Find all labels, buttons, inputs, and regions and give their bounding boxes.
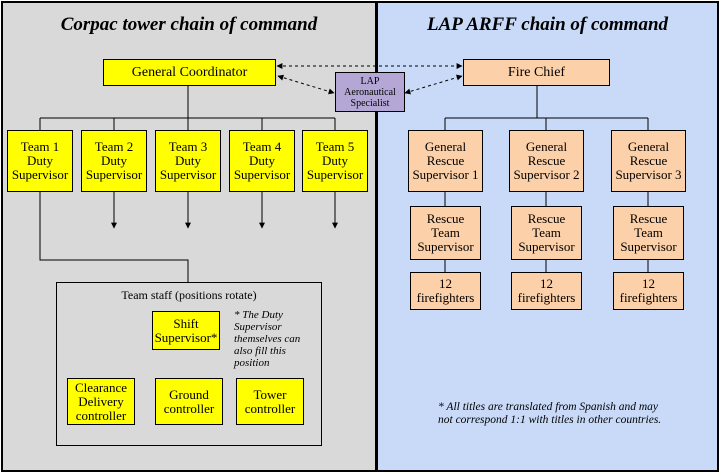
firefighters-3-box: 12 firefighters (613, 272, 684, 310)
shift-supervisor-note: * The Duty Supervisor themselves can als… (234, 309, 301, 369)
team-staff-title: Team staff (positions rotate) (121, 288, 257, 302)
general-coordinator-box: General Coordinator (103, 59, 276, 86)
fire-chief-box: Fire Chief (463, 59, 610, 86)
team-2-duty-supervisor-box: Team 2 Duty Supervisor (81, 130, 147, 192)
rescue-team-supervisor-1-box: Rescue Team Supervisor (410, 206, 481, 260)
arff-title: LAP ARFF chain of command (426, 14, 669, 35)
general-rescue-supervisor-1-box: General Rescue Supervisor 1 (408, 130, 483, 192)
corpac-title: Corpac tower chain of command (60, 14, 318, 35)
firefighters-1-box: 12 firefighters (410, 272, 481, 310)
clearance-delivery-controller-box: Clearance Delivery controller (67, 378, 135, 425)
team-4-duty-supervisor-box: Team 4 Duty Supervisor (229, 130, 295, 192)
translation-footnote: * All titles are translated from Spanish… (438, 401, 662, 426)
ground-controller-box: Ground controller (155, 378, 223, 425)
team-5-duty-supervisor-box: Team 5 Duty Supervisor (302, 130, 368, 192)
firefighters-2-box: 12 firefighters (511, 272, 582, 310)
aeronautical-specialist-box: LAP Aeronautical Specialist (335, 72, 405, 112)
rescue-team-supervisor-2-box: Rescue Team Supervisor (511, 206, 582, 260)
rescue-team-supervisor-3-box: Rescue Team Supervisor (613, 206, 684, 260)
shift-supervisor-box: Shift Supervisor* (152, 311, 220, 350)
tower-controller-box: Tower controller (236, 378, 304, 425)
general-rescue-supervisor-2-box: General Rescue Supervisor 2 (509, 130, 584, 192)
general-rescue-supervisor-3-box: General Rescue Supervisor 3 (611, 130, 686, 192)
team-3-duty-supervisor-box: Team 3 Duty Supervisor (155, 130, 221, 192)
team-1-duty-supervisor-box: Team 1 Duty Supervisor (7, 130, 73, 192)
